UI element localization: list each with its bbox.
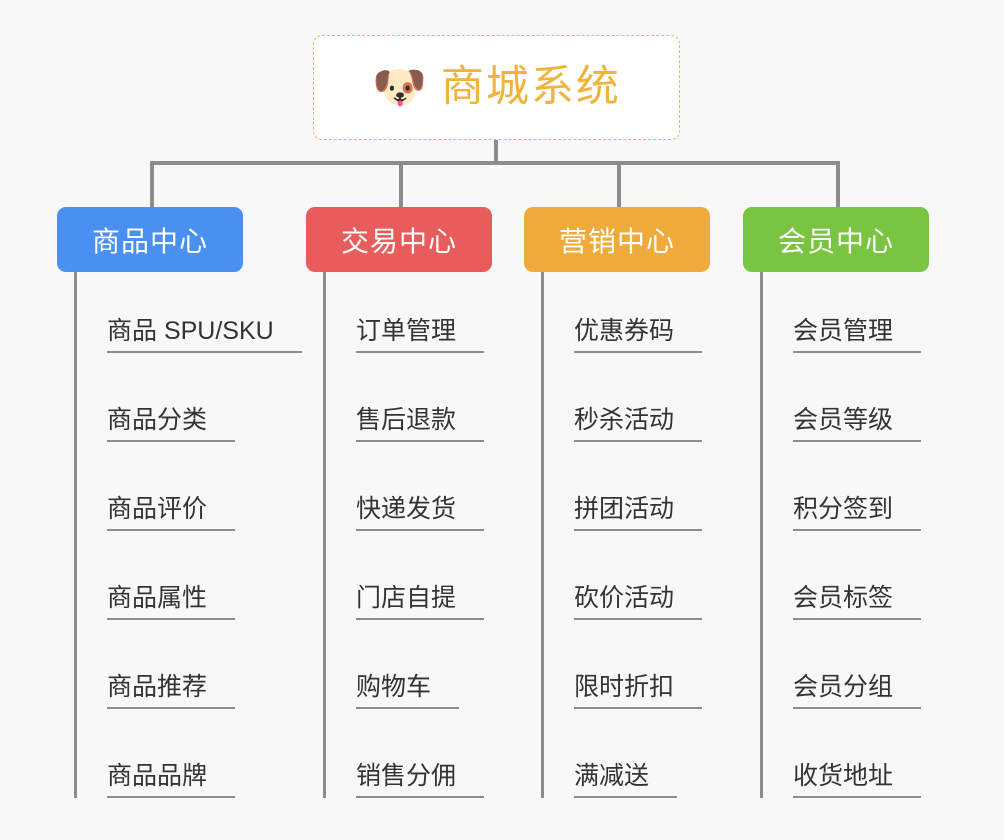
leaf-label: 商品 SPU/SKU: [107, 317, 302, 353]
list-item[interactable]: 购物车: [326, 620, 538, 709]
leaf-label: 会员管理: [793, 317, 922, 353]
leaf-label: 商品品牌: [107, 762, 236, 798]
list-item[interactable]: 商品推荐: [77, 620, 302, 709]
list-item[interactable]: 商品 SPU/SKU: [77, 272, 302, 353]
category-label: 营销中心: [558, 225, 675, 257]
list-item[interactable]: 会员分组: [763, 620, 965, 709]
leaf-label: 满减送: [574, 762, 678, 798]
leaf-list-marketing: 优惠券码 秒杀活动 拼团活动 砍价活动 限时折扣 满减送: [541, 272, 746, 798]
connector-drop-1: [150, 161, 154, 207]
leaf-list-member: 会员管理 会员等级 积分签到 会员标签 会员分组 收货地址: [760, 272, 965, 798]
category-column-trade: 交易中心 订单管理 售后退款 快递发货 门店自提 购物车 销售分佣: [306, 207, 538, 798]
list-item[interactable]: 商品分类: [77, 353, 302, 442]
list-item[interactable]: 秒杀活动: [544, 353, 746, 442]
category-column-marketing: 营销中心 优惠券码 秒杀活动 拼团活动 砍价活动 限时折扣 满减送: [524, 207, 746, 798]
leaf-label: 商品分类: [107, 406, 236, 442]
list-item[interactable]: 会员标签: [763, 531, 965, 620]
leaf-label: 售后退款: [356, 406, 485, 442]
leaf-label: 收货地址: [793, 762, 922, 798]
connector-drop-4: [836, 161, 840, 207]
leaf-label: 购物车: [356, 673, 460, 709]
category-header-trade[interactable]: 交易中心: [306, 207, 492, 272]
leaf-label: 积分签到: [793, 495, 922, 531]
leaf-list-product: 商品 SPU/SKU 商品分类 商品评价 商品属性 商品推荐 商品品牌: [74, 272, 302, 798]
list-item[interactable]: 收货地址: [763, 709, 965, 798]
list-item[interactable]: 限时折扣: [544, 620, 746, 709]
list-item[interactable]: 商品评价: [77, 442, 302, 531]
list-item[interactable]: 砍价活动: [544, 531, 746, 620]
connector-drop-3: [617, 161, 621, 207]
connector-bus-bar: [150, 161, 840, 165]
leaf-label: 商品推荐: [107, 673, 236, 709]
list-item[interactable]: 满减送: [544, 709, 746, 798]
leaf-label: 拼团活动: [574, 495, 703, 531]
list-item[interactable]: 商品品牌: [77, 709, 302, 798]
connector-drop-2: [399, 161, 403, 207]
leaf-label: 快递发货: [356, 495, 485, 531]
root-node[interactable]: 🐶 商城系统: [313, 35, 680, 140]
category-label: 商品中心: [91, 225, 208, 257]
list-item[interactable]: 售后退款: [326, 353, 538, 442]
leaf-label: 门店自提: [356, 584, 485, 620]
connector-root-stem: [494, 140, 498, 165]
leaf-label: 订单管理: [356, 317, 485, 353]
category-column-member: 会员中心 会员管理 会员等级 积分签到 会员标签 会员分组 收货地址: [743, 207, 965, 798]
list-item[interactable]: 快递发货: [326, 442, 538, 531]
list-item[interactable]: 积分签到: [763, 442, 965, 531]
leaf-label: 优惠券码: [574, 317, 703, 353]
list-item[interactable]: 销售分佣: [326, 709, 538, 798]
category-header-member[interactable]: 会员中心: [743, 207, 929, 272]
category-header-product[interactable]: 商品中心: [57, 207, 243, 272]
list-item[interactable]: 会员等级: [763, 353, 965, 442]
leaf-label: 秒杀活动: [574, 406, 703, 442]
category-label: 会员中心: [777, 225, 894, 257]
leaf-label: 商品评价: [107, 495, 236, 531]
list-item[interactable]: 优惠券码: [544, 272, 746, 353]
category-label: 交易中心: [340, 225, 457, 257]
dog-face-icon: 🐶: [372, 62, 427, 112]
list-item[interactable]: 订单管理: [326, 272, 538, 353]
leaf-list-trade: 订单管理 售后退款 快递发货 门店自提 购物车 销售分佣: [323, 272, 538, 798]
leaf-label: 会员标签: [793, 584, 922, 620]
list-item[interactable]: 会员管理: [763, 272, 965, 353]
leaf-label: 会员等级: [793, 406, 922, 442]
list-item[interactable]: 商品属性: [77, 531, 302, 620]
root-title: 商城系统: [440, 63, 621, 111]
category-header-marketing[interactable]: 营销中心: [524, 207, 710, 272]
category-column-product: 商品中心 商品 SPU/SKU 商品分类 商品评价 商品属性 商品推荐 商品品牌: [57, 207, 302, 798]
list-item[interactable]: 拼团活动: [544, 442, 746, 531]
leaf-label: 销售分佣: [356, 762, 485, 798]
leaf-label: 限时折扣: [574, 673, 703, 709]
leaf-label: 砍价活动: [574, 584, 703, 620]
leaf-label: 商品属性: [107, 584, 236, 620]
list-item[interactable]: 门店自提: [326, 531, 538, 620]
leaf-label: 会员分组: [793, 673, 922, 709]
